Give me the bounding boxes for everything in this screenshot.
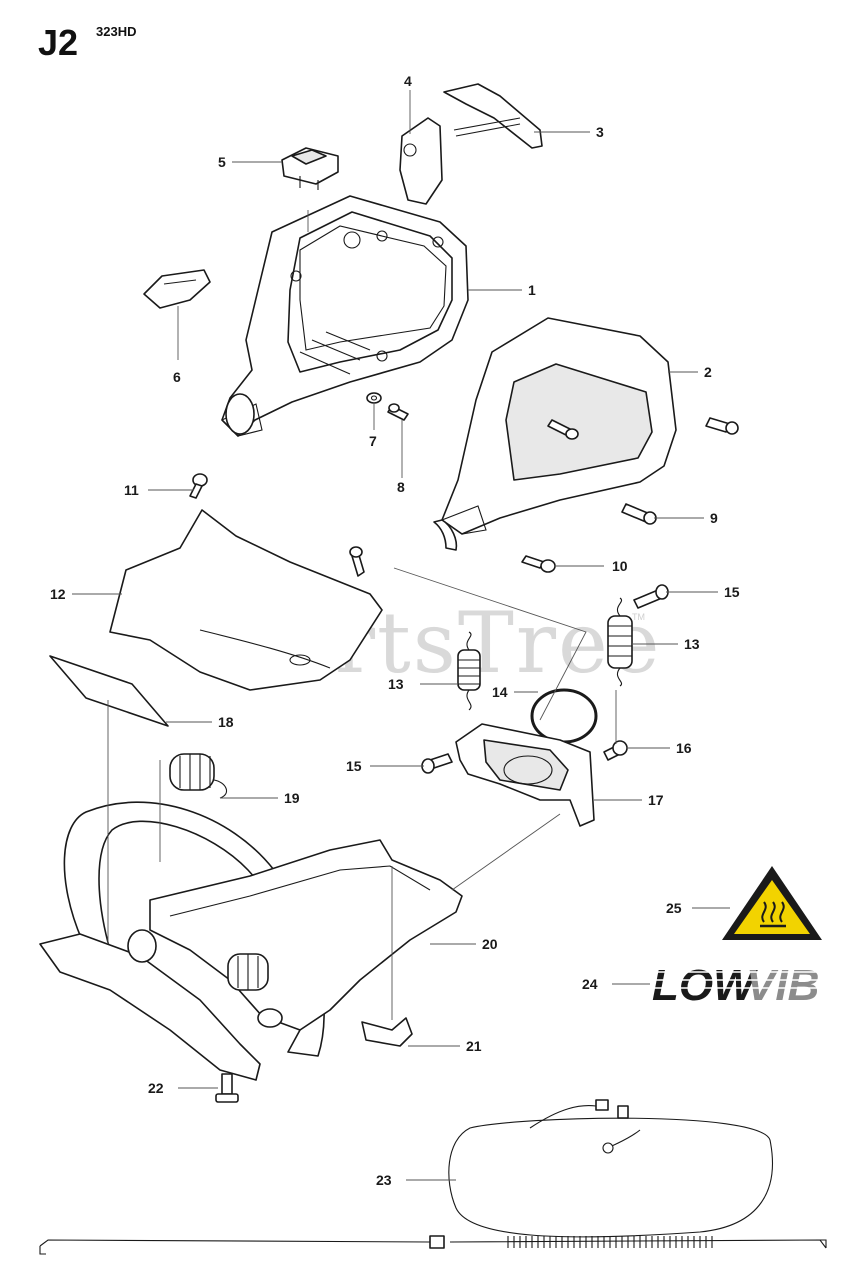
part-24-lowvib-logo[interactable]: LOW VIB bbox=[652, 961, 822, 1010]
callout-20: 20 bbox=[482, 936, 498, 952]
part-19-spring[interactable] bbox=[169, 753, 228, 799]
part-5-stop-switch[interactable] bbox=[281, 147, 339, 190]
callout-21: 21 bbox=[466, 1038, 482, 1054]
part-15-screw-bottom[interactable] bbox=[421, 753, 453, 774]
logo-text-vib: VIB bbox=[746, 961, 819, 1010]
part-10-screw[interactable] bbox=[521, 555, 556, 573]
part-23-cable-harness[interactable] bbox=[39, 1099, 827, 1255]
part-18-decal[interactable] bbox=[49, 655, 169, 727]
callout-8: 8 bbox=[397, 479, 405, 495]
diagram-code: J2 bbox=[38, 22, 79, 63]
callout-25: 25 bbox=[666, 900, 682, 916]
callout-15-top: 15 bbox=[724, 584, 740, 600]
part-13-spring-left[interactable] bbox=[457, 631, 481, 711]
callout-24: 24 bbox=[582, 976, 598, 992]
cover-screw-left[interactable] bbox=[547, 419, 579, 440]
callout-10: 10 bbox=[612, 558, 628, 574]
callout-3: 3 bbox=[596, 124, 604, 140]
callout-4: 4 bbox=[404, 73, 412, 89]
part-4-throttle-lock[interactable] bbox=[399, 117, 443, 205]
callout-17: 17 bbox=[648, 792, 664, 808]
callout-13-right: 13 bbox=[684, 636, 700, 652]
part-7-washer[interactable] bbox=[366, 392, 382, 404]
part-22-screw[interactable] bbox=[215, 1073, 239, 1103]
callout-6: 6 bbox=[173, 369, 181, 385]
part-1-handle-housing[interactable] bbox=[221, 195, 469, 437]
callout-15-bottom: 15 bbox=[346, 758, 362, 774]
callout-19: 19 bbox=[284, 790, 300, 806]
callout-7: 7 bbox=[369, 433, 377, 449]
part-25-hot-surface-warning[interactable] bbox=[722, 866, 822, 940]
callout-labels: 3 4 5 1 2 6 7 8 9 10 11 12 15 13 13 14 1… bbox=[50, 73, 740, 1188]
model-number: 323HD bbox=[96, 24, 137, 39]
callout-14: 14 bbox=[492, 684, 508, 700]
callout-9: 9 bbox=[710, 510, 718, 526]
part-17-damper-bracket[interactable] bbox=[455, 723, 595, 827]
callout-23: 23 bbox=[376, 1172, 392, 1188]
part-6-guide[interactable] bbox=[143, 269, 211, 309]
callout-18: 18 bbox=[218, 714, 234, 730]
part-15-screw-top[interactable] bbox=[633, 584, 669, 609]
part-11-screw[interactable] bbox=[189, 473, 208, 499]
watermark-tm: TM bbox=[632, 612, 645, 622]
callout-12: 12 bbox=[50, 586, 66, 602]
part-16-screw[interactable] bbox=[603, 740, 628, 761]
callout-22: 22 bbox=[148, 1080, 164, 1096]
part-13-spring-right[interactable] bbox=[607, 597, 633, 687]
callout-16: 16 bbox=[676, 740, 692, 756]
callout-13-left: 13 bbox=[388, 676, 404, 692]
leader-lines bbox=[72, 90, 730, 1181]
part-3-throttle-lever[interactable] bbox=[443, 83, 543, 149]
callout-1: 1 bbox=[528, 282, 536, 298]
hot-surface-icon bbox=[760, 901, 786, 928]
callout-2: 2 bbox=[704, 364, 712, 380]
part-12-cover-plate[interactable] bbox=[109, 509, 383, 691]
callout-5: 5 bbox=[218, 154, 226, 170]
callout-11: 11 bbox=[124, 482, 139, 498]
logo-text-low: LOW bbox=[652, 961, 758, 1010]
cover-screw-right[interactable] bbox=[705, 417, 739, 435]
part-21-bracket[interactable] bbox=[361, 1017, 413, 1047]
part-8-screw[interactable] bbox=[387, 403, 409, 421]
part-20-front-handle[interactable] bbox=[39, 801, 463, 1081]
part-9-screw[interactable] bbox=[621, 503, 657, 525]
